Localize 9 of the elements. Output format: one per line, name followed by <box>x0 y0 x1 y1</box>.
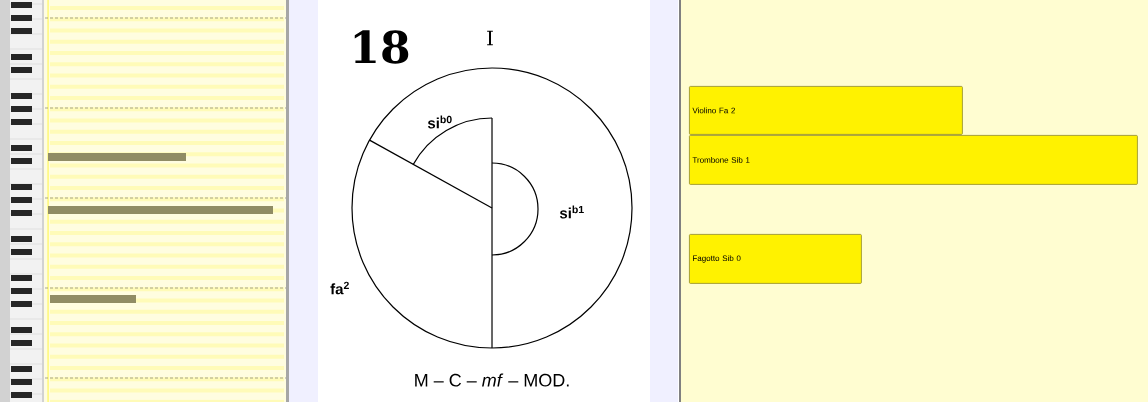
track-block: Violino Fa 2 <box>689 86 963 135</box>
text-heading: 18 <box>354 30 409 64</box>
note-label: fa$^{2}$ <box>330 281 349 295</box>
track-block: Trombone Sib 1 <box>689 135 1138 185</box>
note-label: si$^{b0}$ <box>427 115 452 129</box>
text-label: I <box>487 30 493 46</box>
note-label: si$^{b1}$ <box>559 205 584 219</box>
caption-text: M – C – mf – MOD. <box>415 373 569 387</box>
track-block: Fagotto Sib 0 <box>689 234 862 284</box>
